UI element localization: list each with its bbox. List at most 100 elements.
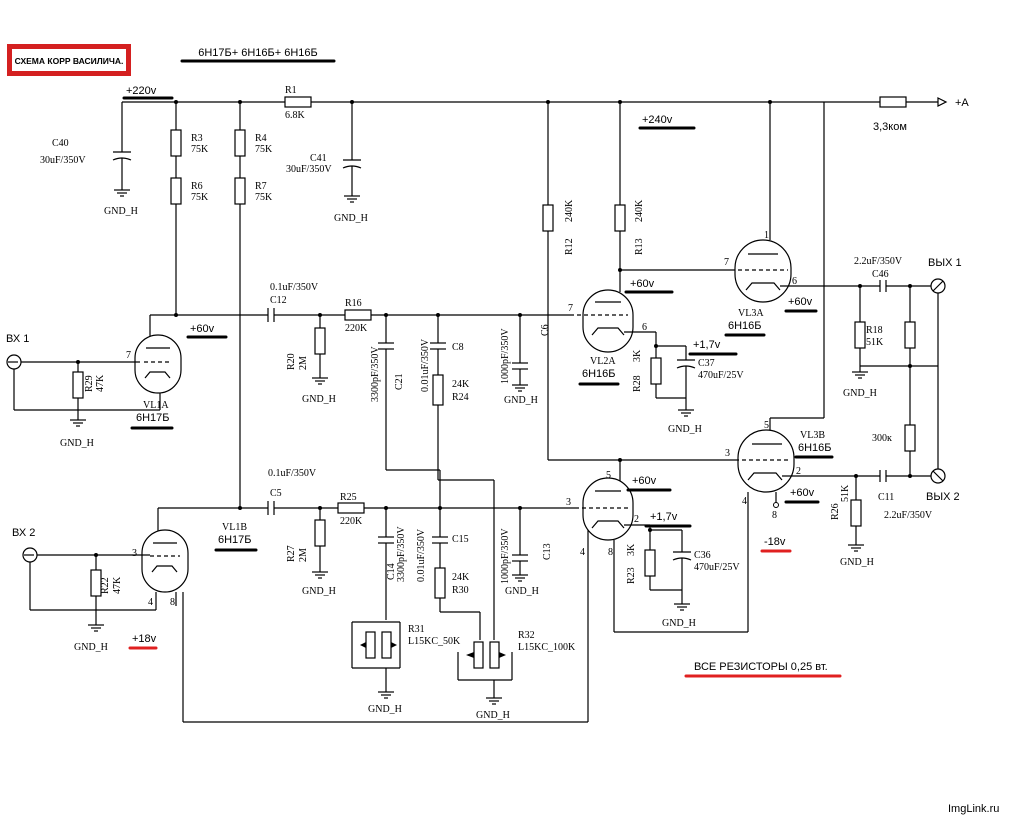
vl2a-pin6: 6 [642,322,647,333]
voltage-220: +220v [126,85,157,97]
r1-value: 6.8K [285,110,306,121]
badge-text: СХЕМА КОРР ВАСИЛИЧА. [15,56,124,66]
r30-label: R30 [452,585,469,596]
voltage-minus-18: -18v [764,536,786,548]
c41-value: 30uF/350V [286,164,332,175]
output-1-jack[interactable] [930,278,946,470]
input-2-label: ВХ 2 [12,527,35,539]
hv-rail [121,96,948,152]
vl2a-tube [570,289,696,417]
r3-value: 75K [191,144,209,155]
voltage-60-vl2a: +60v [630,278,655,290]
r31-potentiometer[interactable] [351,621,401,699]
gnd-r18: GND_H [843,388,877,399]
voltage-plus-18: +18v [132,633,157,645]
c5-r25-network [267,501,575,640]
gnd-c6: GND_H [504,395,538,406]
r27-label: R27 [286,545,297,562]
c5-label: C5 [270,488,282,499]
r13-value: 240K [634,199,645,222]
vl3a-pin1: 1 [764,230,769,241]
r1-resistor [284,96,312,108]
c8-value: 0.01uF/350V [420,338,431,392]
r22-label: R22 [100,577,111,594]
plus-a-label: +A [955,97,969,109]
vl1a-pin7: 7 [126,350,131,361]
output-2-jack[interactable] [930,468,946,484]
r26-value: 51K [840,484,851,502]
vl2a-type: 6Н16Б [582,368,616,380]
r18-value: 51K [866,337,884,348]
c41-capacitor [342,102,362,203]
r29-value: 47K [95,374,106,392]
c13-label: C13 [542,543,553,560]
gnd-r31: GND_H [368,704,402,715]
r29-label: R29 [84,375,95,392]
r4-label: R4 [255,133,267,144]
c14-label: C14 [386,563,397,580]
r300-value: 300к [872,433,892,444]
r6-value: 75K [191,192,209,203]
r25-value: 220K [340,516,363,527]
vl3a-type: 6Н16Б [728,320,762,332]
r27-value: 2M [298,548,309,562]
vl1b-tube [141,507,589,723]
c15-label: C15 [452,534,469,545]
r4-r7-chain [234,102,246,510]
r32-potentiometer[interactable] [457,641,513,705]
output-1-label: ВЫХ 1 [928,257,962,269]
vl3b-pin8: 8 [772,510,777,521]
voltage-60-vl2b: +60v [632,475,657,487]
gnd-c36: GND_H [662,618,696,629]
vl2a-pin7: 7 [568,303,573,314]
c5-value: 0.1uF/350V [268,468,317,479]
vl2b-pin3: 3 [566,497,571,508]
r23-value: 3K [626,543,637,556]
c36-value: 470uF/25V [694,562,740,573]
vl3a-tube [734,102,938,476]
c12-value: 0.1uF/350V [270,282,319,293]
input-1-jack[interactable] [6,354,161,427]
gnd-r26: GND_H [840,557,874,568]
c36-label: C36 [694,550,711,561]
voltage-17-vl2a: +1,7v [693,339,721,351]
c46-value: 2.2uF/350V [854,256,903,267]
r31-value: L15KC_50K [408,636,461,647]
r24-value: 24K [452,379,470,390]
gnd-c40: GND_H [104,206,138,217]
vl1a-label: VL1A [143,400,169,411]
gnd-r29: GND_H [60,438,94,449]
r7-label: R7 [255,181,267,192]
vl1b-pin8: 8 [170,597,175,608]
r31-label: R31 [408,624,425,635]
c46-label: C46 [872,269,889,280]
vl3a-pin6: 6 [792,276,797,287]
c37-value: 470uF/25V [698,370,744,381]
r4-value: 75K [255,144,273,155]
c12-label: C12 [270,295,287,306]
vl1a-type: 6Н17Б [136,412,170,424]
gnd-r20: GND_H [302,394,336,405]
vl2b-pin8: 8 [608,547,613,558]
c14-value: 3300pF/350V [396,526,407,582]
c6-label: C6 [540,324,551,336]
vl3b-label: VL3B [800,430,825,441]
r7-value: 75K [255,192,273,203]
r26-label: R26 [830,503,841,520]
vl3b-pin2: 2 [796,466,801,477]
watermark: ImgLink.ru [948,803,999,815]
c11-label: C11 [878,492,894,503]
vl3b-tube [735,102,932,632]
voltage-17-vl2b: +1,7v [650,511,678,523]
resistor-note: ВСЕ РЕЗИСТОРЫ 0,25 вт. [694,661,828,673]
c40-label: C40 [52,138,69,149]
c12-r16-network [267,308,570,640]
vl1b-pin3: 3 [132,548,137,559]
r22-value: 47K [112,576,123,594]
input-2-jack[interactable] [22,547,157,632]
vl2a-label: VL2A [590,356,616,367]
r20-value: 2M [298,356,309,370]
vl3a-pin7: 7 [724,257,729,268]
gnd-r22: GND_H [74,642,108,653]
c15-value: 0.01uF/350V [416,528,427,582]
